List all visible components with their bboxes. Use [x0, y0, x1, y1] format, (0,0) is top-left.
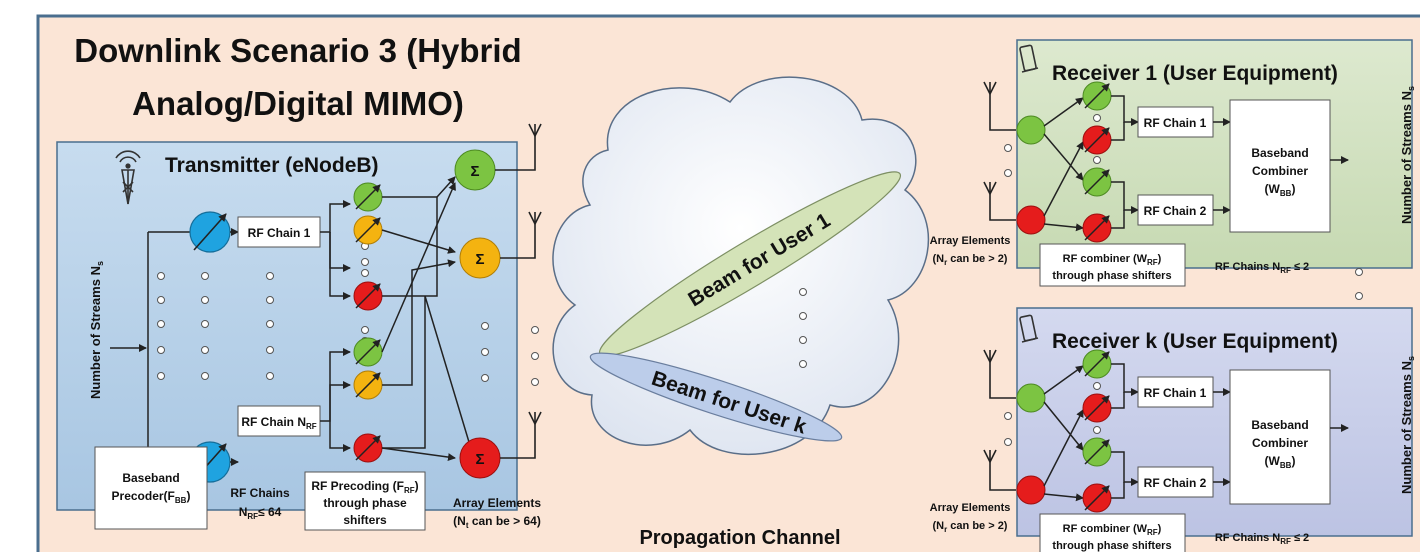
- tx-sum-orange: Σ: [459, 237, 501, 279]
- rf-precoding-line2: through phase: [323, 496, 407, 510]
- tx-phase-shifter-blue-1: [189, 211, 231, 253]
- svg-text:Σ: Σ: [470, 163, 479, 180]
- receiverk-rf-combiner-line1: RF combiner (WRF): [1063, 523, 1162, 537]
- receiverk-rf-chain-2-label: RF Chain 2: [1144, 476, 1207, 490]
- svg-text:Σ: Σ: [475, 451, 484, 468]
- receiver-k: Receiver k (User Equipment) Number of St…: [930, 307, 1416, 557]
- receiver1-combiner-line3: (WBB): [1265, 182, 1296, 198]
- tx-ps-orange-1: [353, 215, 383, 245]
- receiverk-title: Receiver k (User Equipment): [1052, 330, 1338, 353]
- receiverk-cross-lines: [1043, 365, 1084, 502]
- receiverk-rf-chain-2: [1137, 466, 1214, 498]
- receiver1-baseband-combiner: [1229, 99, 1331, 233]
- receiver1-rf-chain-2-label: RF Chain 2: [1144, 204, 1207, 218]
- receiverk-array-line2: (Nr can be > 2): [933, 520, 1008, 534]
- tx-sum-red: Σ: [459, 437, 501, 479]
- receiverk-dots: [1004, 382, 1101, 446]
- tx-array-line2: (Nt can be > 64): [453, 514, 541, 530]
- receiver1-ps-red-1: [1082, 125, 1112, 155]
- receiver1-rf-chain-1-label: RF Chain 1: [1144, 116, 1207, 130]
- receiverk-streams-label: Number of Streams Ns: [1399, 356, 1416, 494]
- phone-icon: [1019, 314, 1039, 343]
- receiver1-rf-combiner-line2: through phase shifters: [1052, 270, 1171, 282]
- baseband-precoder-line1: Baseband: [122, 471, 179, 485]
- tx-sum-green: Σ: [454, 149, 496, 191]
- receiver1-ps-green-1: [1082, 81, 1112, 111]
- receiver1-rf-chain-2: [1137, 194, 1214, 226]
- tx-combiner-routing: [381, 176, 477, 463]
- receiver1-ps-green-2: [1082, 167, 1112, 197]
- svg-text:Σ: Σ: [475, 251, 484, 268]
- receiverk-baseband-combiner: [1229, 369, 1331, 505]
- svg-text:Number of Streams Ns: Number of Streams Ns: [1399, 356, 1416, 494]
- receiverk-array-line1: Array Elements: [930, 502, 1011, 514]
- tx-array-line1: Array Elements: [453, 496, 541, 510]
- receiver1-merge-lines: [1111, 95, 1139, 229]
- tx-antennas: [495, 123, 542, 459]
- receiverk-ps-green-1: [1082, 349, 1112, 379]
- baseband-precoder-box: [94, 446, 208, 530]
- receiver1-rf-chains-count: RF Chains NRF ≤ 2: [1215, 261, 1309, 275]
- receiver1-antennas: [983, 81, 1016, 221]
- rf-precoding-line1: RF Precoding (FRF): [311, 479, 418, 495]
- svg-text:Number of Streams Ns: Number of Streams Ns: [88, 261, 105, 399]
- receiver1-rf-combiner-line1: RF combiner (WRF): [1063, 253, 1162, 267]
- tower-icon: [115, 150, 141, 205]
- receiverk-rf-combiner-line2: through phase shifters: [1052, 540, 1171, 552]
- receiver1-dots: [1004, 114, 1363, 300]
- baseband-precoder-line2: Precoder(FBB): [112, 489, 191, 505]
- receiverk-ps-red-1: [1082, 393, 1112, 423]
- receiver1-split-red: [1016, 205, 1046, 235]
- tx-rf-chain-1-label: RF Chain 1: [248, 226, 311, 240]
- phone-icon: [1019, 44, 1039, 73]
- receiver1-combiner-line1: Baseband: [1251, 146, 1308, 160]
- propagation-channel-label: Propagation Channel: [639, 527, 840, 549]
- tx-streams-label: Number of Streams Ns: [88, 261, 105, 399]
- receiver1-title: Receiver 1 (User Equipment): [1052, 62, 1338, 85]
- receiverk-ps-red-2: [1082, 483, 1112, 513]
- receiverk-antennas: [983, 349, 1016, 491]
- receiver1-array-line1: Array Elements: [930, 235, 1011, 247]
- tx-ps-orange-2: [353, 370, 383, 400]
- receiver1-cross-lines: [1043, 97, 1084, 232]
- transmitter-title: Transmitter (eNodeB): [165, 154, 379, 177]
- receiverk-combiner-line3: (WBB): [1265, 454, 1296, 470]
- receiver1-array-line2: (Nr can be > 2): [933, 253, 1008, 267]
- receiverk-merge-lines: [1111, 363, 1139, 499]
- receiverk-rf-chains-count: RF Chains NRF ≤ 2: [1215, 532, 1309, 546]
- tx-rf-chain-n-label: RF Chain NRF: [241, 415, 316, 431]
- receiver1-ps-red-2: [1082, 213, 1112, 243]
- receiverk-split-green: [1016, 383, 1046, 413]
- rf-precoding-line3: shifters: [343, 513, 387, 527]
- receiverk-split-red: [1016, 475, 1046, 505]
- diagram-title-line2: Analog/Digital MIMO): [132, 85, 464, 122]
- receiver-1: Receiver 1 (User Equipment) Number of St…: [930, 39, 1416, 300]
- receiverk-combiner-line2: Combiner: [1252, 436, 1308, 450]
- rf-precoding-box: [304, 471, 426, 531]
- tx-ps-red-1: [353, 281, 383, 311]
- receiver1-rf-combiner-box: [1039, 243, 1186, 287]
- receiverk-rf-combiner-box: [1039, 513, 1186, 557]
- receiver1-streams-label: Number of Streams Ns: [1399, 86, 1416, 224]
- receiver1-rf-chain-1: [1137, 106, 1214, 138]
- receiverk-combiner-line1: Baseband: [1251, 418, 1308, 432]
- diagram-title-line1: Downlink Scenario 3 (Hybrid: [74, 32, 521, 69]
- receiver1-split-green: [1016, 115, 1046, 145]
- tx-ps-red-2: [353, 433, 383, 463]
- tx-splitter-lines: [320, 200, 351, 452]
- receiverk-ps-green-2: [1082, 437, 1112, 467]
- tx-rf-chains-line2: NRF≤ 64: [239, 505, 282, 521]
- tx-ps-green-1: [353, 182, 383, 212]
- receiverk-rf-chain-1-label: RF Chain 1: [1144, 386, 1207, 400]
- cloud-dots: [799, 288, 807, 368]
- tx-ps-green-2: [353, 337, 383, 367]
- svg-text:Number of Streams Ns: Number of Streams Ns: [1399, 86, 1416, 224]
- receiver1-combiner-line2: Combiner: [1252, 164, 1308, 178]
- tx-rf-chains-line1: RF Chains: [230, 486, 290, 500]
- tx-rf-chain-n: [237, 405, 321, 437]
- tx-rf-chain-1: [237, 216, 321, 248]
